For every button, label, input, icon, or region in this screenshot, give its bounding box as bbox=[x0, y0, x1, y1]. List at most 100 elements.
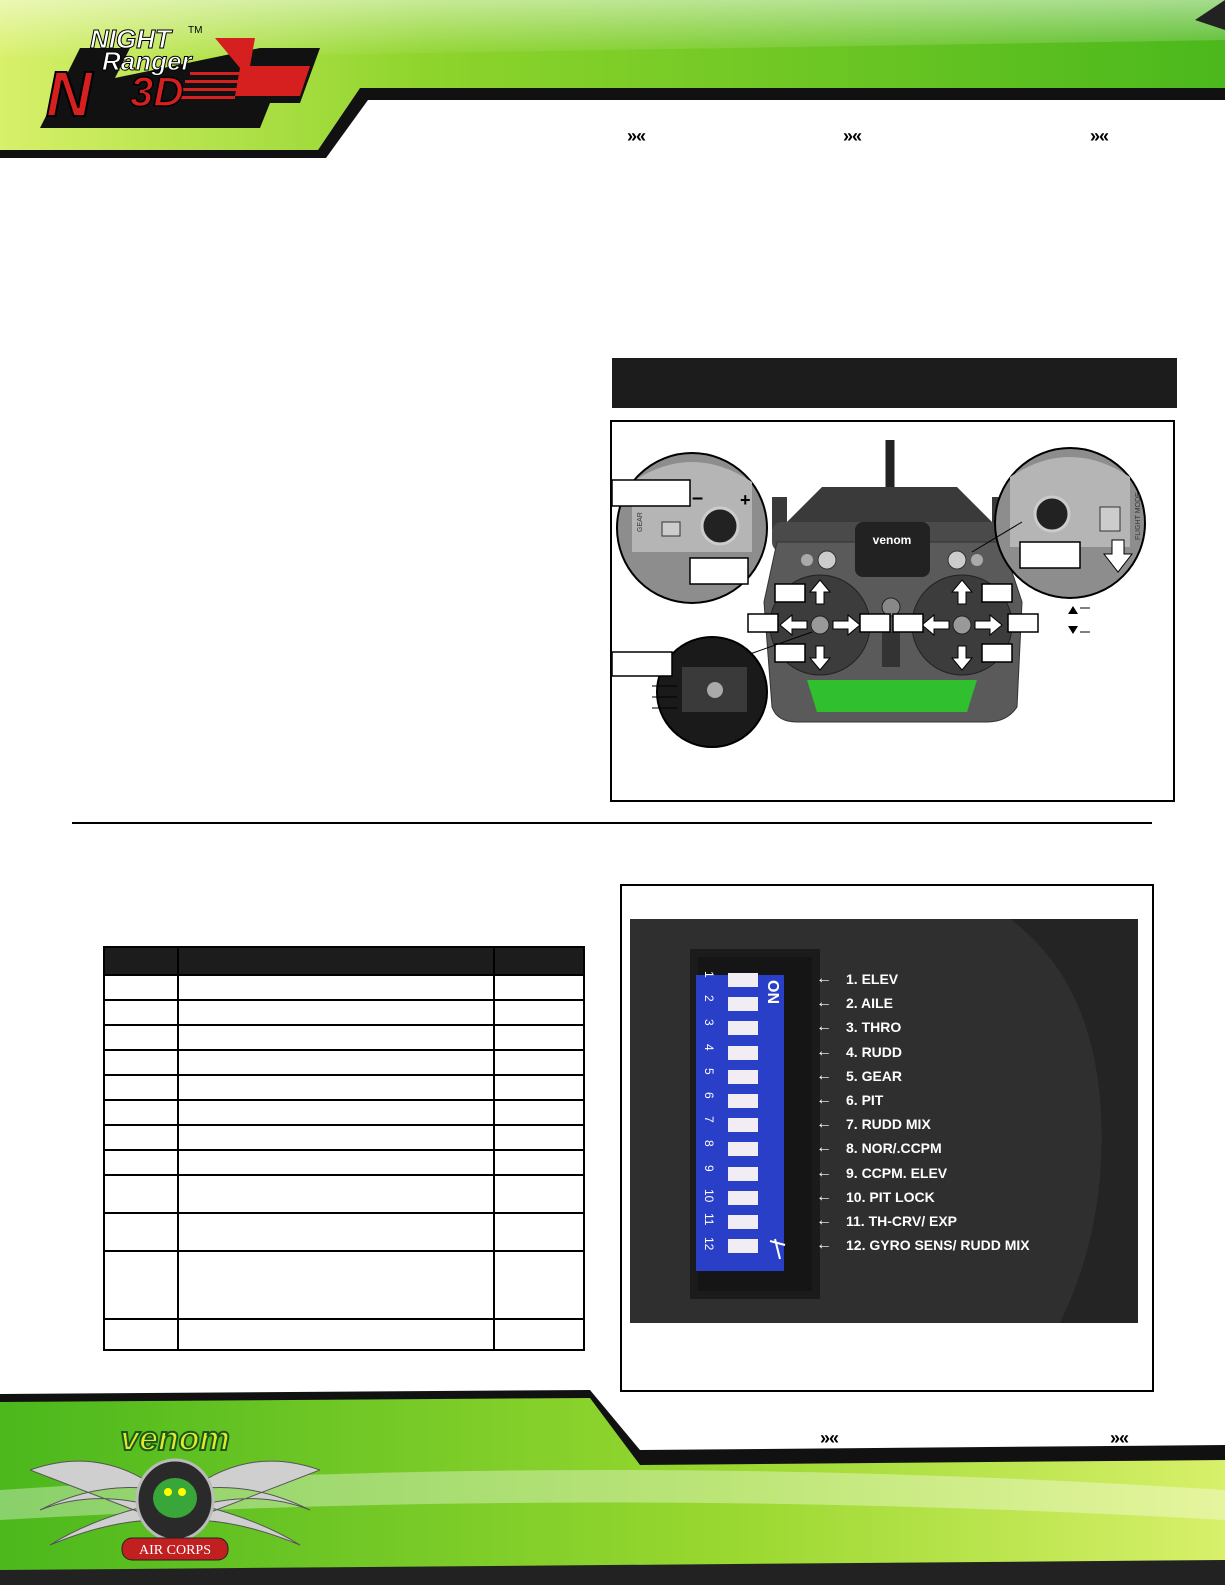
table-cell bbox=[177, 1099, 495, 1126]
night-ranger-logo: NIGHT Ranger 3D N TM bbox=[20, 8, 320, 148]
dip-switch-toggle[interactable] bbox=[728, 1118, 758, 1133]
table-cell bbox=[177, 1149, 495, 1176]
table-row bbox=[103, 1318, 585, 1351]
table-cell bbox=[493, 1174, 585, 1214]
section-divider bbox=[72, 822, 1152, 824]
minus-sign: – bbox=[692, 487, 703, 509]
table-row bbox=[103, 974, 585, 1001]
header-separator-1: »« bbox=[627, 126, 646, 146]
air-corps-text: AIR CORPS bbox=[139, 1543, 211, 1558]
dip-switch-toggle[interactable] bbox=[728, 1166, 758, 1181]
dip-switch-toggle[interactable] bbox=[728, 1239, 758, 1254]
dip-switch-label: 12. GYRO SENS/ RUDD MIX bbox=[846, 1237, 1030, 1254]
dip-switch-label: 10. PIT LOCK bbox=[846, 1188, 935, 1205]
table-cell bbox=[103, 1174, 179, 1214]
table-cell bbox=[493, 1212, 585, 1252]
dip-switch-toggle[interactable] bbox=[728, 997, 758, 1012]
table-cell bbox=[177, 999, 495, 1026]
dip-switch-number: 3 bbox=[702, 1019, 716, 1027]
footer-separator-2: »« bbox=[1110, 1428, 1129, 1448]
table-cell bbox=[103, 1124, 179, 1151]
table-header-cell bbox=[177, 946, 495, 976]
dip-switch-number: 11 bbox=[702, 1213, 716, 1226]
venom-air-corps-logo: AIR CORPS venom bbox=[28, 1419, 322, 1570]
dip-switch-table bbox=[103, 946, 585, 1351]
table-row bbox=[103, 1074, 585, 1101]
dip-switch-toggle[interactable] bbox=[728, 1045, 758, 1060]
dip-switch-number: 2 bbox=[702, 995, 716, 1002]
header-graphic bbox=[0, 0, 1225, 158]
svg-text:TM: TM bbox=[188, 25, 202, 36]
dip-switch-label: 8. NOR/.CCPM bbox=[846, 1140, 942, 1157]
plus-sign: + bbox=[740, 490, 751, 510]
table-cell bbox=[103, 1049, 179, 1076]
dip-switch-label: 11. TH-CRV/ EXP bbox=[846, 1213, 958, 1229]
svg-text:3D: 3D bbox=[130, 68, 184, 115]
header-separator-3: »« bbox=[1090, 126, 1109, 146]
dip-switch-label: 4. RUDD bbox=[846, 1043, 903, 1060]
table-cell bbox=[493, 1049, 585, 1076]
arrow-left-icon: ← bbox=[816, 1139, 832, 1157]
dip-switch-label: 5. GEAR bbox=[846, 1067, 903, 1084]
table-header-cell bbox=[103, 946, 179, 976]
table-cell bbox=[493, 1149, 585, 1176]
footer-separator-1: »« bbox=[820, 1428, 839, 1448]
table-cell bbox=[103, 974, 179, 1001]
dip-switch-label: 1. ELEV bbox=[846, 971, 899, 987]
dip-switch-number: 4 bbox=[702, 1043, 716, 1051]
svg-text:Ranger: Ranger bbox=[102, 46, 193, 76]
svg-text:N: N bbox=[46, 58, 94, 130]
dip-switch-label: 2. AILE bbox=[846, 995, 893, 1012]
table-header-cell bbox=[493, 946, 585, 976]
dip-switch-number: 12 bbox=[702, 1237, 716, 1251]
dip-switch-toggle[interactable] bbox=[728, 1190, 758, 1205]
dip-switch-number: 7 bbox=[702, 1116, 716, 1123]
table-cell bbox=[177, 974, 495, 1001]
dip-switch-toggle[interactable] bbox=[728, 1021, 758, 1036]
table-cell bbox=[177, 1212, 495, 1252]
dip-on-label: ON bbox=[764, 980, 781, 1004]
dip-switch-toggle[interactable] bbox=[728, 1215, 758, 1229]
arrow-left-icon: ← bbox=[816, 1187, 832, 1205]
arrow-left-icon: ← bbox=[816, 1066, 832, 1084]
table-cell bbox=[177, 1174, 495, 1214]
dip-switch-number: 10 bbox=[702, 1188, 716, 1203]
header-separator-2: »« bbox=[843, 126, 862, 146]
dip-switch-number: 9 bbox=[702, 1164, 716, 1172]
table-cell bbox=[177, 1049, 495, 1076]
dip-switch-label: 6. PIT bbox=[846, 1092, 884, 1108]
transmitter-brand: venom bbox=[873, 533, 912, 547]
table-cell bbox=[493, 1099, 585, 1126]
table-cell bbox=[177, 1074, 495, 1101]
dip-switch-label: 7. RUDD MIX bbox=[846, 1116, 931, 1133]
dip-switch-label: 3. THRO bbox=[846, 1019, 902, 1036]
dip-switch-number: 1 bbox=[702, 971, 716, 978]
table-row bbox=[103, 1099, 585, 1126]
table-row bbox=[103, 1250, 585, 1320]
table-cell bbox=[177, 1250, 495, 1320]
arrow-left-icon: ← bbox=[816, 1163, 832, 1181]
arrow-left-icon: ← bbox=[816, 1042, 832, 1060]
table-cell bbox=[103, 1318, 179, 1351]
dip-switch-toggle[interactable] bbox=[728, 1142, 758, 1157]
arrow-left-icon: ← bbox=[816, 970, 832, 987]
table-cell bbox=[103, 1074, 179, 1101]
table-cell bbox=[493, 1024, 585, 1051]
table-cell bbox=[493, 999, 585, 1026]
table-row bbox=[103, 1024, 585, 1051]
dip-switch-number: 5 bbox=[702, 1067, 716, 1075]
dip-switch-label: 9. CCPM. ELEV bbox=[846, 1164, 948, 1181]
dip-switch-toggle[interactable] bbox=[728, 973, 758, 987]
table-cell bbox=[103, 1149, 179, 1176]
footer-band bbox=[0, 1390, 1225, 1585]
dip-switch-toggle[interactable] bbox=[728, 1069, 758, 1084]
header-band bbox=[0, 0, 1225, 158]
dip-switch-toggle[interactable] bbox=[728, 1094, 758, 1108]
table-cell bbox=[493, 1124, 585, 1151]
table-header-row bbox=[103, 946, 585, 976]
dip-switch-photo: ON 1 ← 1. ELEV 2 ← 2. AILE 3 ← 3. THRO 4 ← 4. RUDD 5… bbox=[630, 919, 1138, 1323]
arrow-left-icon: ← bbox=[816, 1091, 832, 1108]
svg-text:NIGHT: NIGHT bbox=[90, 24, 173, 54]
table-cell bbox=[493, 1318, 585, 1351]
arrow-left-icon: ← bbox=[816, 994, 832, 1012]
